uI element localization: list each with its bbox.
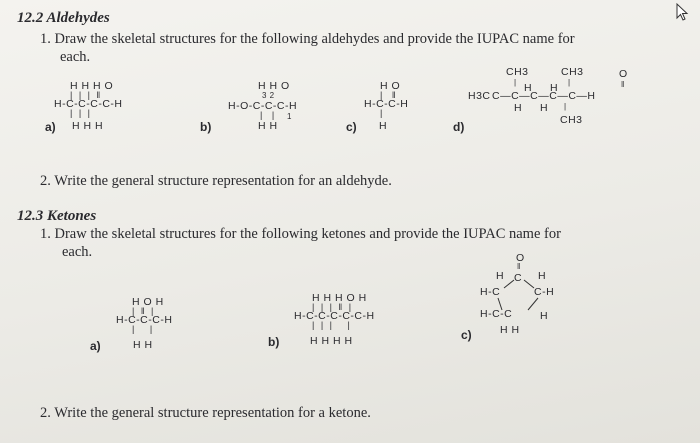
mouse-pointer-icon <box>676 2 689 21</box>
aldehyde-d-structure: CH3 CH3 O H H | | ‖ H3C C—C—C—C—C—H H H … <box>468 66 628 126</box>
aldehyde-b-label: b) <box>200 120 212 134</box>
ketones-q2-text: 2. Write the general structure represent… <box>40 405 371 421</box>
aldehyde-a-label: a) <box>45 120 56 134</box>
ketones-q1-each: each. <box>62 244 93 260</box>
ketone-a-structure: H O H | ‖ | H-C-C-C-H | | <box>116 296 173 334</box>
aldehydes-heading: 12.2 Aldehydes <box>17 10 110 26</box>
ketones-heading: 12.3 Ketones <box>17 208 97 224</box>
aldehyde-b-carbon-number: 1 <box>287 112 292 121</box>
aldehydes-q2-text: 2. Write the general structure represent… <box>40 173 392 189</box>
ketone-a-label: a) <box>90 339 101 353</box>
ketone-b-bottom: H H H H <box>310 335 353 347</box>
ketone-b-label: b) <box>268 335 280 349</box>
aldehyde-a-bottom: H H H <box>72 120 104 132</box>
aldehyde-a-structure: H H H O | | | ‖ H-C-C-C-C-H | | | <box>54 80 123 118</box>
aldehyde-c-label: c) <box>346 120 357 134</box>
ketones-q1-text: 1. Draw the skeletal structures for the … <box>40 226 561 242</box>
ketone-c-label: c) <box>461 328 472 342</box>
ketone-a-bottom: H H <box>133 339 153 351</box>
aldehyde-d-label: d) <box>453 120 465 134</box>
ketone-b-structure: H H H O H | | | ‖ | H-C-C-C-C-C-H | | | … <box>294 292 375 330</box>
aldehydes-q1-each: each. <box>60 49 91 65</box>
aldehyde-b-structure: H H O 3 2 H-O-C-C-C-H | | <box>228 80 298 120</box>
aldehyde-c-structure: H O | ‖ H-C-C-H | <box>364 80 409 118</box>
aldehyde-c-bottom: H <box>379 120 388 132</box>
ketone-c-structure: O ‖ H C H H-C C-H H-C-C H H H <box>480 252 555 336</box>
aldehyde-b-bottom: H H <box>258 120 278 132</box>
aldehydes-q1-text: 1. Draw the skeletal structures for the … <box>40 31 575 47</box>
